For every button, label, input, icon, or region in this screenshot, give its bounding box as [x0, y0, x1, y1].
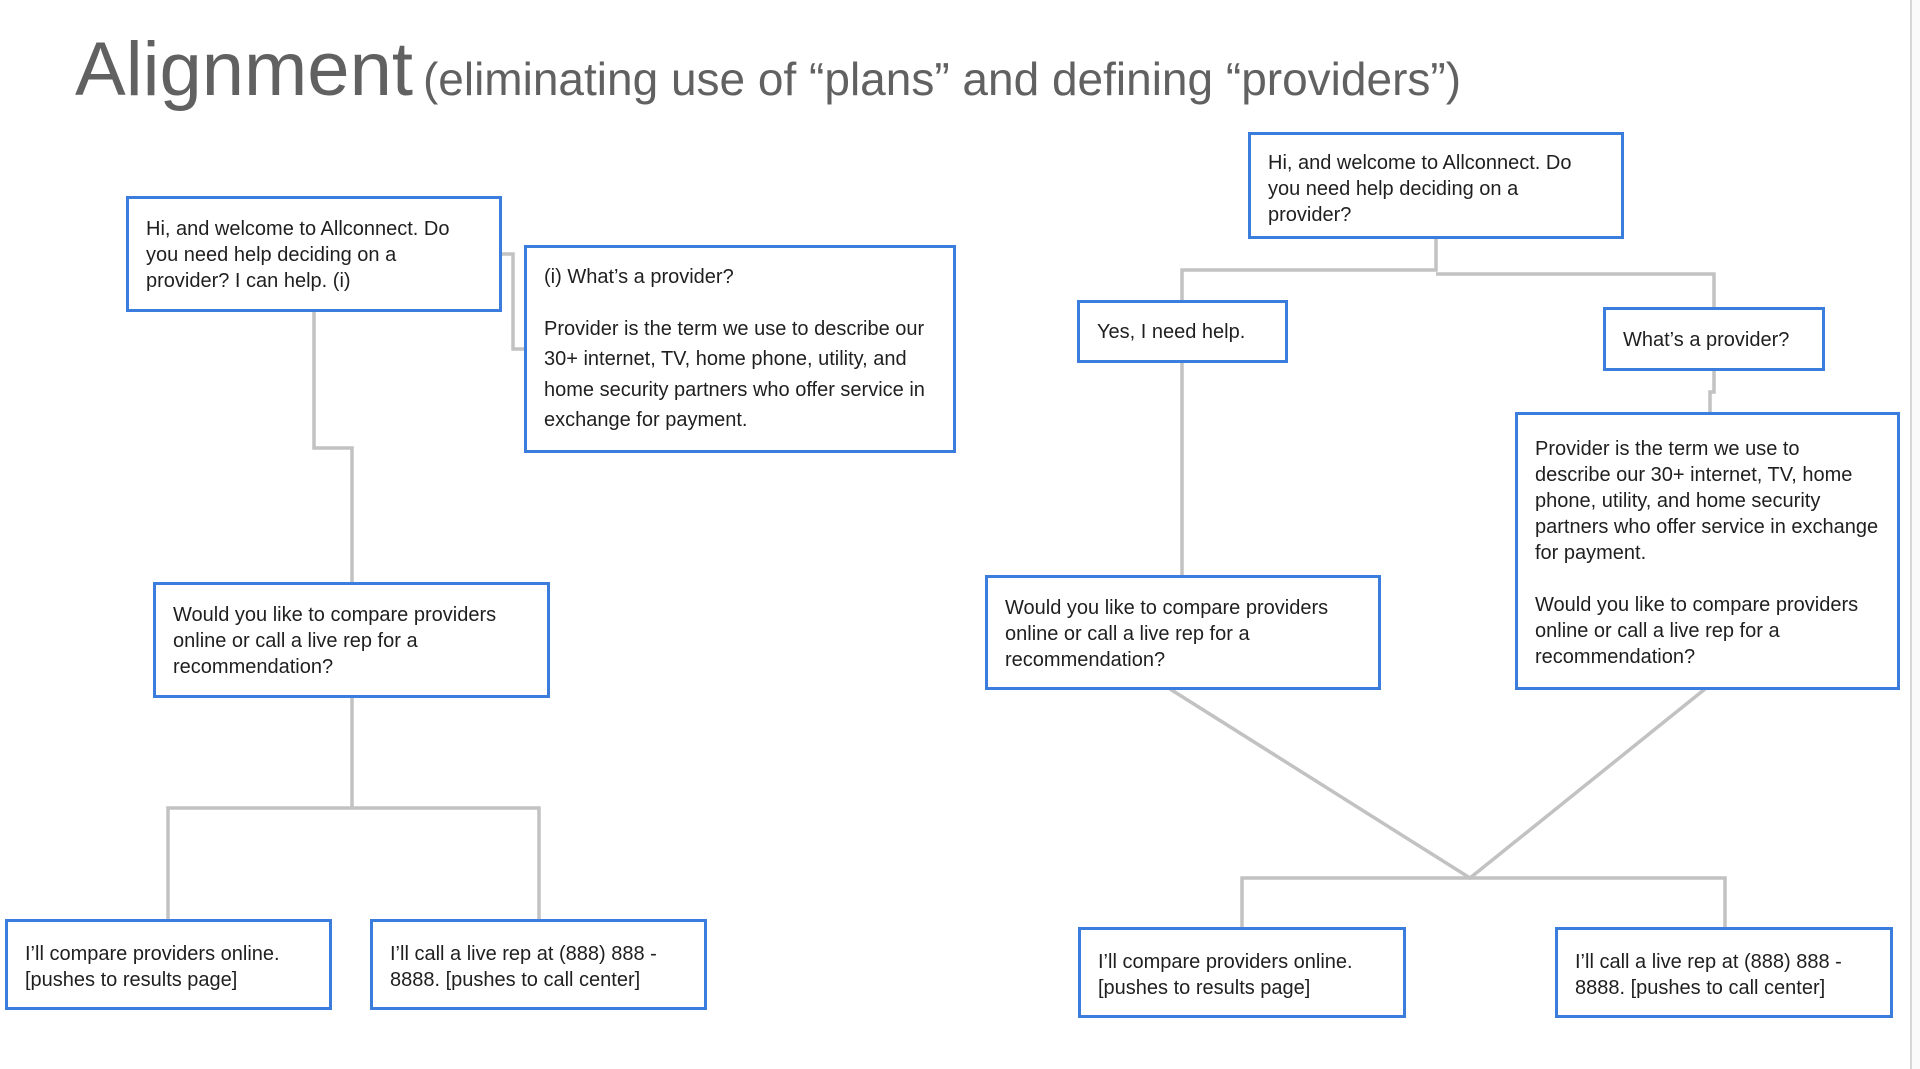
right-answer-whats-provider-text: What’s a provider?	[1623, 329, 1790, 351]
left-tooltip-question: (i) What’s a provider?	[544, 266, 734, 288]
page-title: Alignment(eliminating use of “plans” and…	[75, 26, 1461, 113]
title-subtitle: (eliminating use of “plans” and defining…	[422, 53, 1462, 105]
left-greeting-box: Hi, and welcome to Allconnect. Do you ne…	[126, 196, 502, 312]
left-greeting-text: Hi, and welcome to Allconnect. Do you ne…	[146, 218, 450, 292]
connector-left-compare-branch	[166, 697, 541, 920]
left-compare-question-text: Would you like to compare providers onli…	[173, 604, 497, 678]
left-provider-tooltip-box: (i) What’s a provider? Provider is the t…	[524, 245, 956, 453]
right-definition-question-text: Would you like to compare providers onli…	[1535, 594, 1859, 668]
left-option-call-text: I’ll call a live rep at (888) 888 - 8888…	[390, 943, 657, 991]
right-option-online-box: I’ll compare providers online. [pushes t…	[1078, 927, 1406, 1018]
connector-left-greeting-to-tooltip	[500, 252, 526, 351]
right-definition-text: Provider is the term we use to describe …	[1535, 438, 1879, 564]
right-option-call-text: I’ll call a live rep at (888) 888 - 8888…	[1575, 951, 1842, 999]
right-definition-box: Provider is the term we use to describe …	[1515, 412, 1900, 690]
right-compare-question-box: Would you like to compare providers onli…	[985, 575, 1381, 690]
connector-right-final-branch	[1240, 876, 1727, 928]
right-answer-whats-provider-box: What’s a provider?	[1603, 307, 1825, 371]
connector-left-greeting-to-compare	[312, 311, 354, 584]
right-answer-yes-text: Yes, I need help.	[1097, 321, 1246, 343]
right-option-call-box: I’ll call a live rep at (888) 888 - 8888…	[1555, 927, 1893, 1018]
left-option-online-text: I’ll compare providers online. [pushes t…	[25, 943, 280, 991]
right-greeting-box: Hi, and welcome to Allconnect. Do you ne…	[1248, 132, 1624, 239]
connector-right-whats-to-definition	[1708, 370, 1716, 413]
left-compare-question-box: Would you like to compare providers onli…	[153, 582, 550, 698]
right-answer-yes-box: Yes, I need help.	[1077, 300, 1288, 363]
connector-right-merge	[1169, 687, 1707, 881]
title-main: Alignment	[75, 27, 413, 112]
connector-right-greeting-branch	[1180, 238, 1716, 308]
right-option-online-text: I’ll compare providers online. [pushes t…	[1098, 951, 1353, 999]
left-tooltip-definition: Provider is the term we use to describe …	[544, 317, 925, 432]
left-option-online-box: I’ll compare providers online. [pushes t…	[5, 919, 332, 1010]
right-compare-question-text: Would you like to compare providers onli…	[1005, 597, 1329, 671]
window-edge-scrollbar[interactable]	[1910, 0, 1920, 1069]
left-option-call-box: I’ll call a live rep at (888) 888 - 8888…	[370, 919, 707, 1010]
right-greeting-text: Hi, and welcome to Allconnect. Do you ne…	[1268, 152, 1572, 226]
